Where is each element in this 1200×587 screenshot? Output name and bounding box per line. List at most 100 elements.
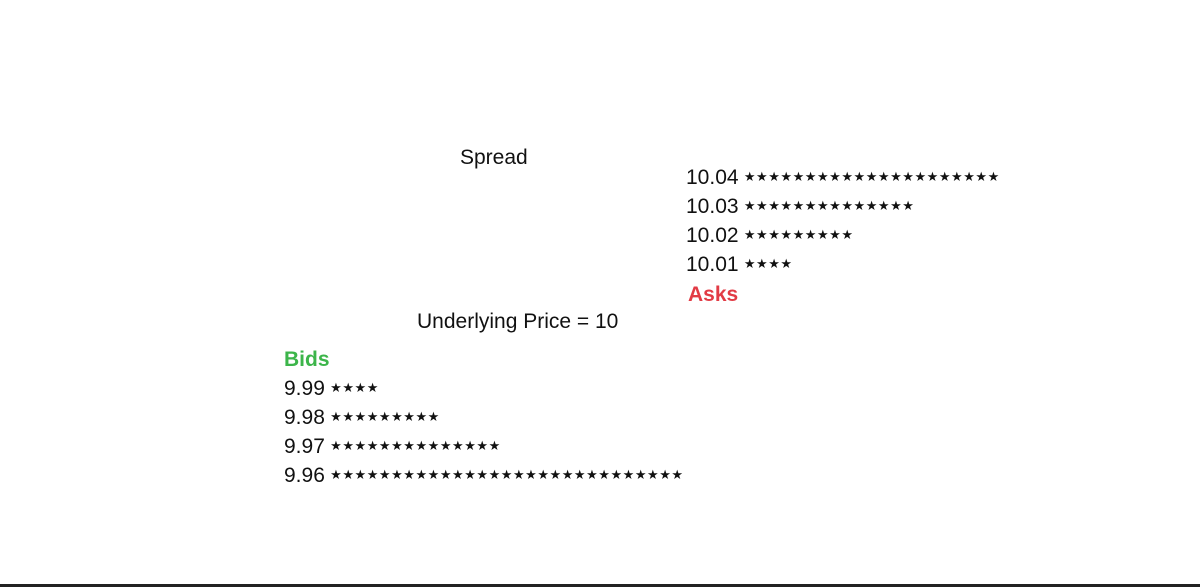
star-icon: ★ [415, 468, 428, 483]
bids-level-row: 9.99★★★★ [284, 376, 379, 402]
asks-price: 10.02 [686, 224, 739, 247]
star-icon: ★ [816, 228, 829, 243]
star-icon: ★ [890, 199, 902, 214]
star-icon: ★ [841, 228, 853, 243]
asks-level-row: 10.01★★★★ [686, 252, 792, 278]
bids-size-stars: ★★★★★★★★★★★★★★★★★★★★★★★★★★★★★ [330, 463, 683, 489]
asks-size-stars: ★★★★ [744, 252, 793, 278]
star-icon: ★ [987, 170, 1000, 185]
star-icon: ★ [476, 439, 489, 454]
star-icon: ★ [743, 228, 756, 243]
star-icon: ★ [452, 439, 464, 454]
star-icon: ★ [537, 468, 549, 483]
star-icon: ★ [610, 468, 623, 483]
star-icon: ★ [780, 228, 793, 243]
star-icon: ★ [865, 170, 878, 185]
star-icon: ★ [902, 199, 914, 214]
star-icon: ★ [829, 199, 841, 214]
star-icon: ★ [452, 468, 464, 483]
star-icon: ★ [342, 381, 354, 396]
asks-price: 10.04 [686, 166, 739, 189]
star-icon: ★ [512, 468, 525, 483]
bids-heading: Bids [284, 348, 330, 371]
star-icon: ★ [488, 468, 501, 483]
star-icon: ★ [768, 257, 780, 272]
star-icon: ★ [330, 468, 342, 483]
bids-level-row: 9.97★★★★★★★★★★★★★★ [284, 434, 501, 460]
star-icon: ★ [549, 468, 562, 483]
bids-size-stars: ★★★★★★★★★★★★★★ [330, 434, 501, 460]
star-icon: ★ [391, 468, 403, 483]
star-icon: ★ [671, 468, 684, 483]
star-icon: ★ [586, 468, 598, 483]
star-icon: ★ [427, 410, 440, 425]
star-icon: ★ [768, 170, 780, 185]
star-icon: ★ [427, 468, 440, 483]
star-icon: ★ [391, 439, 403, 454]
star-icon: ★ [330, 439, 342, 454]
asks-level-row: 10.04★★★★★★★★★★★★★★★★★★★★★ [686, 165, 1000, 191]
star-icon: ★ [853, 170, 866, 185]
star-icon: ★ [853, 199, 866, 214]
star-icon: ★ [330, 381, 342, 396]
star-icon: ★ [598, 468, 610, 483]
star-icon: ★ [792, 199, 805, 214]
star-icon: ★ [975, 170, 988, 185]
star-icon: ★ [804, 199, 817, 214]
star-icon: ★ [464, 468, 476, 483]
star-icon: ★ [488, 439, 501, 454]
star-icon: ★ [415, 410, 428, 425]
underlying-price-label: Underlying Price = 10 [417, 310, 619, 333]
star-icon: ★ [780, 199, 793, 214]
star-icon: ★ [464, 439, 476, 454]
bids-price: 9.96 [284, 464, 325, 487]
star-icon: ★ [829, 228, 841, 243]
star-icon: ★ [573, 468, 586, 483]
bids-price: 9.97 [284, 435, 325, 458]
star-icon: ★ [354, 439, 367, 454]
star-icon: ★ [561, 468, 574, 483]
star-icon: ★ [890, 170, 902, 185]
star-icon: ★ [439, 468, 452, 483]
star-icon: ★ [902, 170, 914, 185]
star-icon: ★ [354, 381, 367, 396]
asks-price: 10.01 [686, 253, 739, 276]
star-icon: ★ [366, 468, 379, 483]
bids-size-stars: ★★★★ [330, 376, 379, 402]
star-icon: ★ [938, 170, 951, 185]
star-icon: ★ [841, 199, 853, 214]
bids-size-stars: ★★★★★★★★★ [330, 405, 440, 431]
asks-heading: Asks [688, 283, 739, 306]
star-icon: ★ [525, 468, 537, 483]
star-icon: ★ [743, 257, 756, 272]
star-icon: ★ [914, 170, 927, 185]
spread-label: Spread [460, 146, 528, 169]
star-icon: ★ [768, 228, 780, 243]
star-icon: ★ [756, 257, 768, 272]
asks-level-row: 10.03★★★★★★★★★★★★★★ [686, 194, 914, 220]
star-icon: ★ [816, 199, 829, 214]
star-icon: ★ [829, 170, 841, 185]
star-icon: ★ [865, 199, 878, 214]
asks-level-row: 10.02★★★★★★★★★ [686, 223, 853, 249]
star-icon: ★ [476, 468, 489, 483]
star-icon: ★ [342, 468, 354, 483]
asks-price: 10.03 [686, 195, 739, 218]
bids-price: 9.99 [284, 377, 325, 400]
star-icon: ★ [841, 170, 853, 185]
asks-size-stars: ★★★★★★★★★ [744, 223, 854, 249]
star-icon: ★ [804, 170, 817, 185]
star-icon: ★ [378, 439, 391, 454]
star-icon: ★ [427, 439, 440, 454]
star-icon: ★ [622, 468, 635, 483]
star-icon: ★ [926, 170, 939, 185]
bids-price: 9.98 [284, 406, 325, 429]
asks-size-stars: ★★★★★★★★★★★★★★★★★★★★★ [744, 165, 1000, 191]
star-icon: ★ [963, 170, 975, 185]
star-icon: ★ [391, 410, 403, 425]
star-icon: ★ [877, 199, 890, 214]
star-icon: ★ [330, 410, 342, 425]
star-icon: ★ [342, 410, 354, 425]
star-icon: ★ [366, 439, 379, 454]
bids-level-row: 9.98★★★★★★★★★ [284, 405, 440, 431]
